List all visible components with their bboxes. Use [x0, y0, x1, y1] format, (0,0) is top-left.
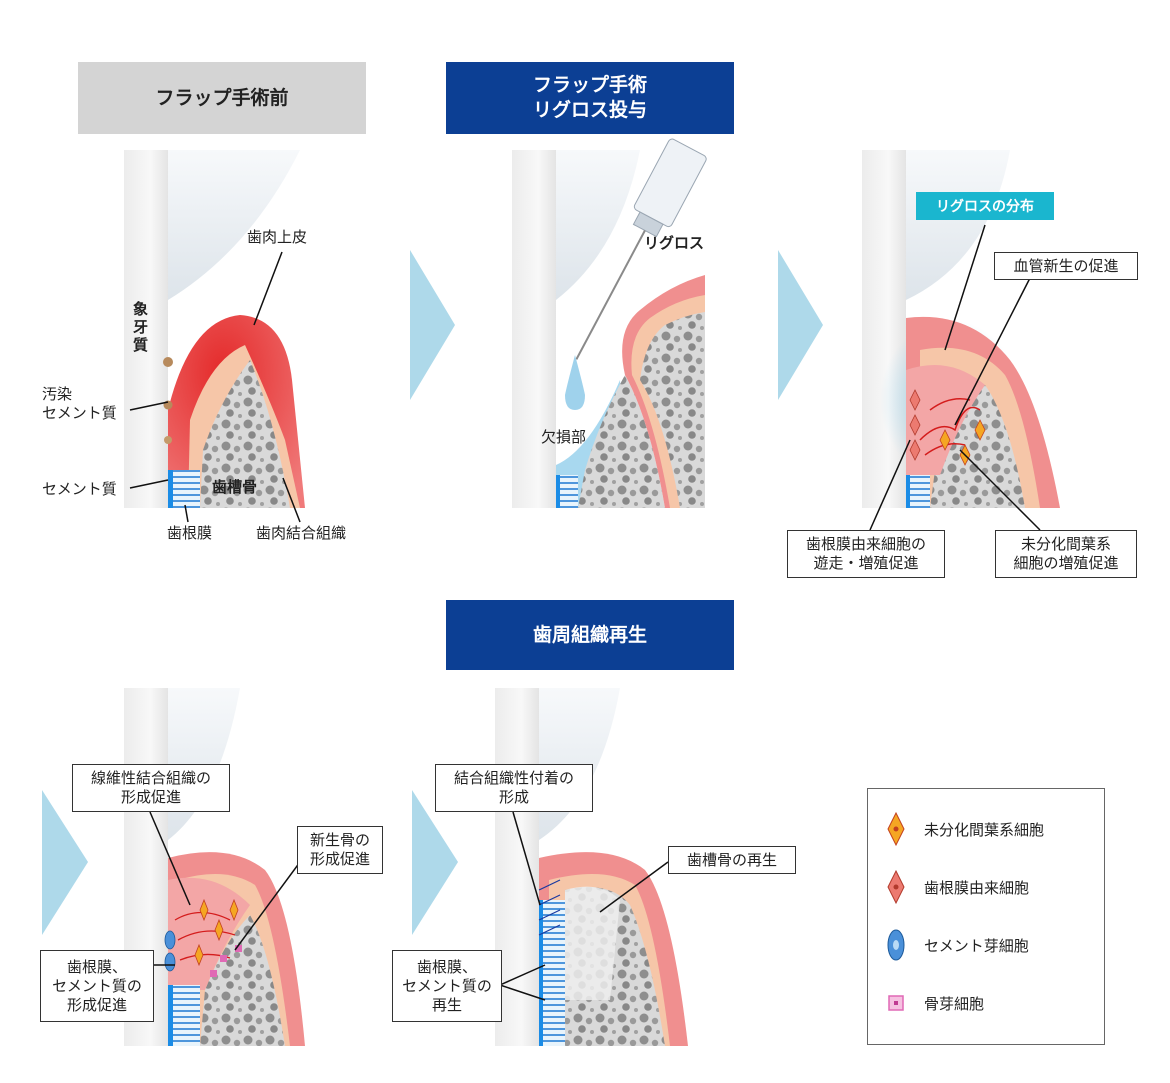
legend-item-cementoblast: セメント芽細胞	[868, 925, 1104, 965]
header-before-surgery: フラップ手術前	[78, 62, 366, 134]
cell-legend: 未分化間葉系細胞 歯根膜由来細胞 セメント芽細胞 骨芽細胞	[867, 788, 1105, 1045]
legend-item-mesenchymal: 未分化間葉系細胞	[868, 809, 1104, 849]
step-arrow-3	[42, 790, 88, 935]
label-regroth: リグロス	[644, 234, 705, 252]
label-angiogenesis: 血管新生の促進	[994, 252, 1138, 280]
header-regeneration: 歯周組織再生	[446, 600, 734, 670]
label-fibrous-tissue-formation: 線維性結合組織の形成促進	[72, 764, 230, 812]
step-arrow-4	[412, 790, 458, 935]
label-mesenchymal-proliferation: 未分化間葉系細胞の増殖促進	[995, 530, 1137, 578]
step-arrow-2	[778, 250, 823, 400]
panel-regeneration-art	[495, 688, 688, 1046]
step-arrow-1	[410, 250, 455, 400]
panel-before-art	[124, 150, 305, 523]
label-pdl-cementum-formation: 歯根膜、セメント質の形成促進	[40, 950, 154, 1022]
label-gingival-epithelium: 歯肉上皮	[247, 228, 308, 246]
label-bone-regeneration: 歯槽骨の再生	[668, 846, 796, 874]
label-alveolar-bone: 歯槽骨	[212, 478, 258, 496]
label-defect: 欠損部	[541, 428, 587, 446]
cementoblast-icon	[887, 929, 905, 961]
label-pdl-cementum-regeneration: 歯根膜、セメント質の再生	[392, 950, 502, 1022]
label-pdl-cell-migration: 歯根膜由来細胞の遊走・増殖促進	[787, 530, 945, 578]
legend-item-osteoblast: 骨芽細胞	[868, 983, 1104, 1023]
label-pdl: 歯根膜	[167, 524, 213, 542]
header-surgery-regroth: フラップ手術リグロス投与	[446, 62, 734, 134]
label-dentin: 象牙質	[133, 300, 149, 354]
label-cementum: セメント質	[42, 480, 117, 498]
label-contaminated-cementum: 汚染セメント質	[42, 385, 117, 422]
label-new-bone-formation: 新生骨の形成促進	[297, 826, 383, 874]
osteoblast-icon	[888, 995, 904, 1011]
label-gingival-connective-tissue: 歯肉結合組織	[256, 524, 347, 542]
legend-item-pdl-cell: 歯根膜由来細胞	[868, 867, 1104, 907]
label-regroth-distribution: リグロスの分布	[916, 192, 1054, 220]
panel-surgery-art	[512, 138, 707, 508]
pdl-cell-icon	[887, 869, 905, 905]
label-ct-attachment-formation: 結合組織性付着の形成	[435, 764, 593, 812]
panel-distribution-art	[862, 150, 1060, 531]
mesenchymal-cell-icon	[887, 811, 905, 847]
